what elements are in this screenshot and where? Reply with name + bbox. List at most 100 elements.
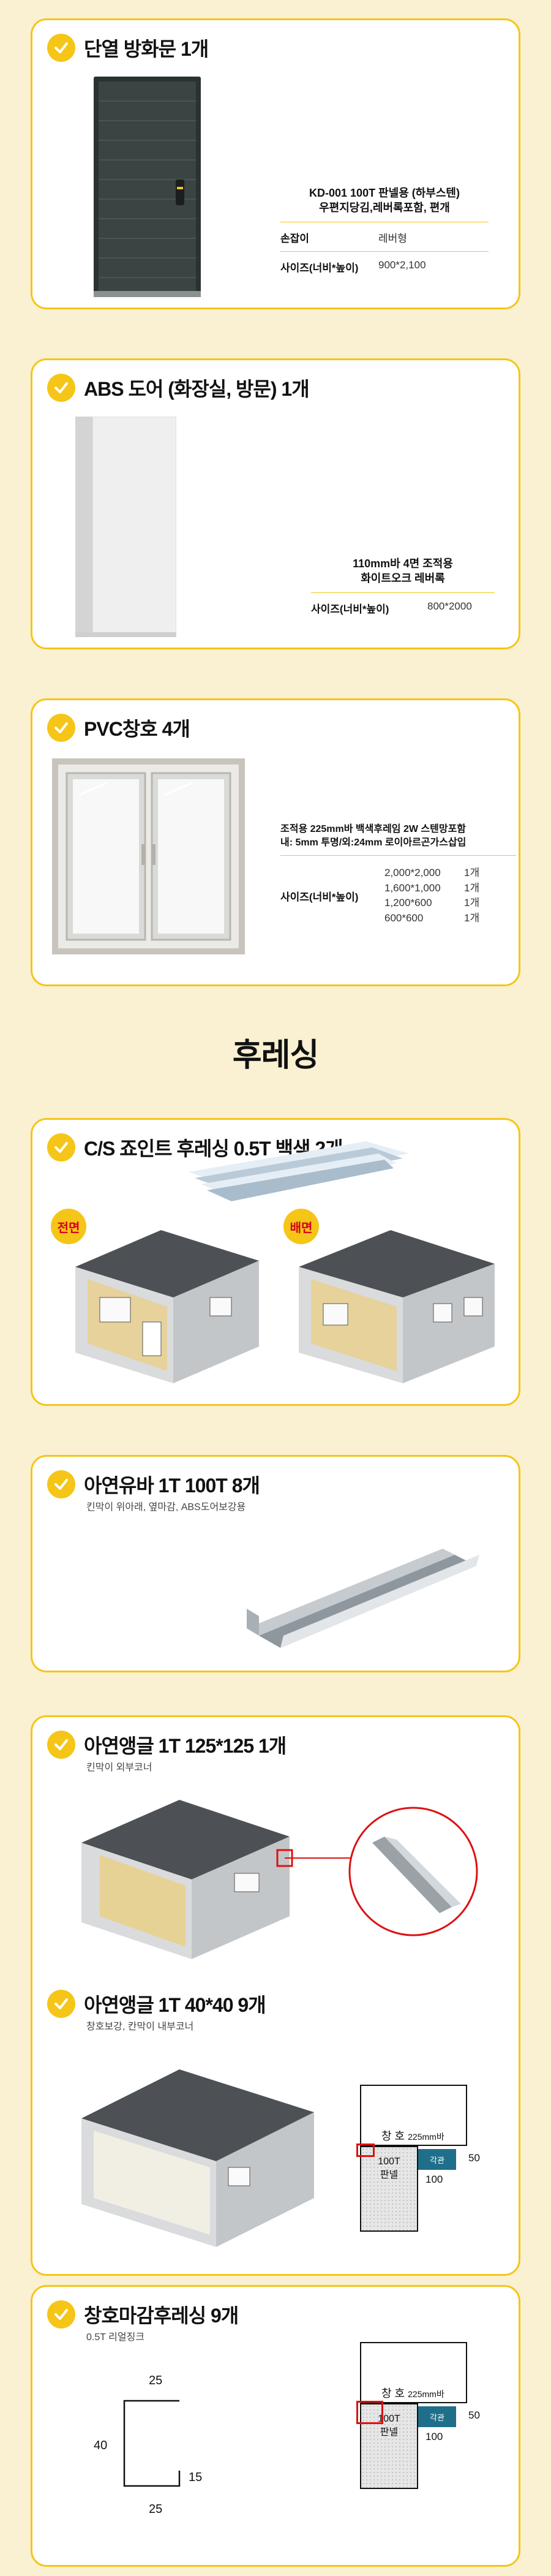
window-label: 창 호 225mm바: [381, 2385, 444, 2401]
check-icon: [47, 374, 75, 402]
fire-door-image: [94, 77, 201, 297]
size-qty: 1개: [464, 882, 480, 894]
panel-box: [360, 2403, 418, 2489]
size-qty: 1개: [464, 912, 480, 924]
size-value: 1,600*1,000: [384, 882, 441, 894]
trim-title: 창호마감후레싱 9개: [84, 2305, 239, 2327]
angle2-note: 창호보강, 칸막이 내부코너: [86, 2022, 194, 2032]
spec-row: 사이즈(너비*높이) 2,000*2,000 1개 1,600*1,000 1개 1…: [280, 855, 516, 932]
angle1-title: 아연앵글 1T 125*125 1개: [84, 1735, 287, 1757]
dim-100: 100: [425, 2174, 443, 2185]
house-front-image: [75, 1230, 259, 1383]
card-angles: 아연앵글 1T 125*125 1개 킨막이 외부코너 아연앵글 1T 40*4…: [31, 1715, 520, 2276]
trim-note: 0.5T 리얼징크: [86, 2332, 145, 2343]
size-qty: 1개: [464, 867, 480, 879]
window-image: [52, 758, 245, 954]
card-title: 아연앵글 1T 40*40 9개: [47, 1990, 266, 2018]
window-text: 창 호: [381, 2130, 405, 2142]
joint-flashing-image: [189, 1141, 409, 1201]
abs-door-image: [75, 417, 176, 637]
window-frame-box: [360, 2342, 467, 2403]
window-label: 창 호 225mm바: [381, 2128, 444, 2144]
card-trim-flashing: 창호마감후레싱 9개 0.5T 리얼징크 25 40 15 25 창 호 225…: [31, 2285, 520, 2567]
panel-line2: 판넬: [380, 2170, 399, 2181]
square-tube-tag: 각관: [418, 2406, 456, 2427]
dim-bottom: 25: [149, 2502, 163, 2516]
house-back-image: [299, 1230, 495, 1383]
spec-value: 800*2000: [427, 600, 472, 612]
size-item: 2,000*2,000 1개: [384, 866, 479, 881]
dim-100: 100: [425, 2431, 443, 2442]
check-icon: [47, 1731, 75, 1759]
check-icon: [47, 34, 75, 62]
square-tube-tag: 각관: [418, 2149, 456, 2170]
panel-line2: 판넬: [380, 2427, 399, 2438]
check-icon: [47, 714, 75, 742]
spec-key: 사이즈(너비*높이): [280, 262, 359, 274]
check-icon: [47, 1133, 75, 1161]
size-value: 2,000*2,000: [384, 867, 441, 879]
card-title: PVC창호 4개: [47, 714, 190, 742]
trim-profile-drawing: [123, 2400, 181, 2487]
size-item: 1,600*1,000 1개: [384, 881, 479, 896]
trim-marker: [356, 2401, 383, 2424]
fire-door-spec: KD-001 100T 판넬용 (하부스텐) 우편지당김,레버록포함, 편개 손잡…: [280, 186, 489, 281]
size-item: 600*600 1개: [384, 911, 479, 926]
window-title: PVC창호 4개: [84, 718, 190, 740]
stud-title: 아연유바 1T 100T 8개: [84, 1475, 260, 1497]
abs-door-title: ABS 도어 (화장실, 방문) 1개: [84, 378, 310, 400]
card-stud: 아연유바 1T 100T 8개 킨막이 위아래, 옆마감, ABS도어보강용: [31, 1455, 520, 1672]
spec-head-line2: 내: 5mm 투명/외:24mm 로이아르곤가스삽입: [280, 837, 467, 848]
flashing-section-heading: 후레싱: [232, 1038, 320, 1073]
check-icon: [47, 2300, 75, 2329]
panel-box: [360, 2146, 418, 2232]
size-qty: 1개: [464, 897, 480, 909]
stud-note: 킨막이 위아래, 옆마감, ABS도어보강용: [86, 1502, 246, 1513]
dim-top: 25: [149, 2374, 163, 2387]
spec-value: 레버형: [378, 232, 407, 244]
card-title: 아연유바 1T 100T 8개: [47, 1470, 260, 1498]
spec-head-line2: 우편지당김,레버록포함, 편개: [319, 202, 450, 214]
panel-label: 100T 판넬: [360, 2412, 418, 2440]
panel-line1: 100T: [378, 2414, 400, 2424]
spec-row: 손잡이 레버형: [280, 221, 489, 251]
card-title: 아연앵글 1T 125*125 1개: [47, 1731, 287, 1759]
card-title: 창호마감후레싱 9개: [47, 2300, 239, 2329]
card-fire-door: 단열 방화문 1개 KD-001 100T 판넬용 (하부스텐) 우편지당김,레버…: [31, 18, 520, 309]
bar-text: 225mm바: [408, 2132, 444, 2142]
spec-head-line1: 110mm바 4면 조적용: [353, 557, 453, 570]
card-joint-flashing: C/S 죠인트 후레싱 0.5T 백색 2개 전면 배면: [31, 1118, 520, 1406]
size-value: 1,200*600: [384, 897, 432, 909]
spec-key: 사이즈(너비*높이): [280, 891, 359, 903]
fire-door-title: 단열 방화문 1개: [84, 38, 209, 60]
card-title: ABS 도어 (화장실, 방문) 1개: [47, 374, 310, 402]
spec-key: 사이즈(너비*높이): [311, 603, 389, 615]
angle-closeup-image: [348, 1807, 478, 1936]
spec-head-line1: 조적용 225mm바 백색후레임 2W 스텐망포함: [280, 824, 467, 834]
dim-left: 40: [94, 2439, 108, 2452]
angle1-note: 킨막이 외부코너: [86, 1762, 152, 1773]
angle-marker: [356, 2144, 375, 2157]
house-inner-image: [81, 2069, 314, 2247]
stud-image: [247, 1549, 479, 1648]
window-frame-box: [360, 2085, 467, 2146]
check-icon: [47, 1470, 75, 1498]
spec-head-line1: KD-001 100T 판넬용 (하부스텐): [309, 187, 460, 199]
spec-key: 손잡이: [280, 232, 309, 244]
size-item: 1,200*600 1개: [384, 896, 479, 911]
window-text: 창 호: [381, 2387, 405, 2400]
bar-text: 225mm바: [408, 2389, 444, 2399]
trim-profile: 25 40 15 25: [94, 2373, 253, 2532]
card-title: 단열 방화문 1개: [47, 34, 209, 62]
spec-row: 사이즈(너비*높이)900*2,100: [280, 251, 489, 281]
check-icon: [47, 1990, 75, 2018]
size-value: 600*600: [384, 912, 424, 924]
